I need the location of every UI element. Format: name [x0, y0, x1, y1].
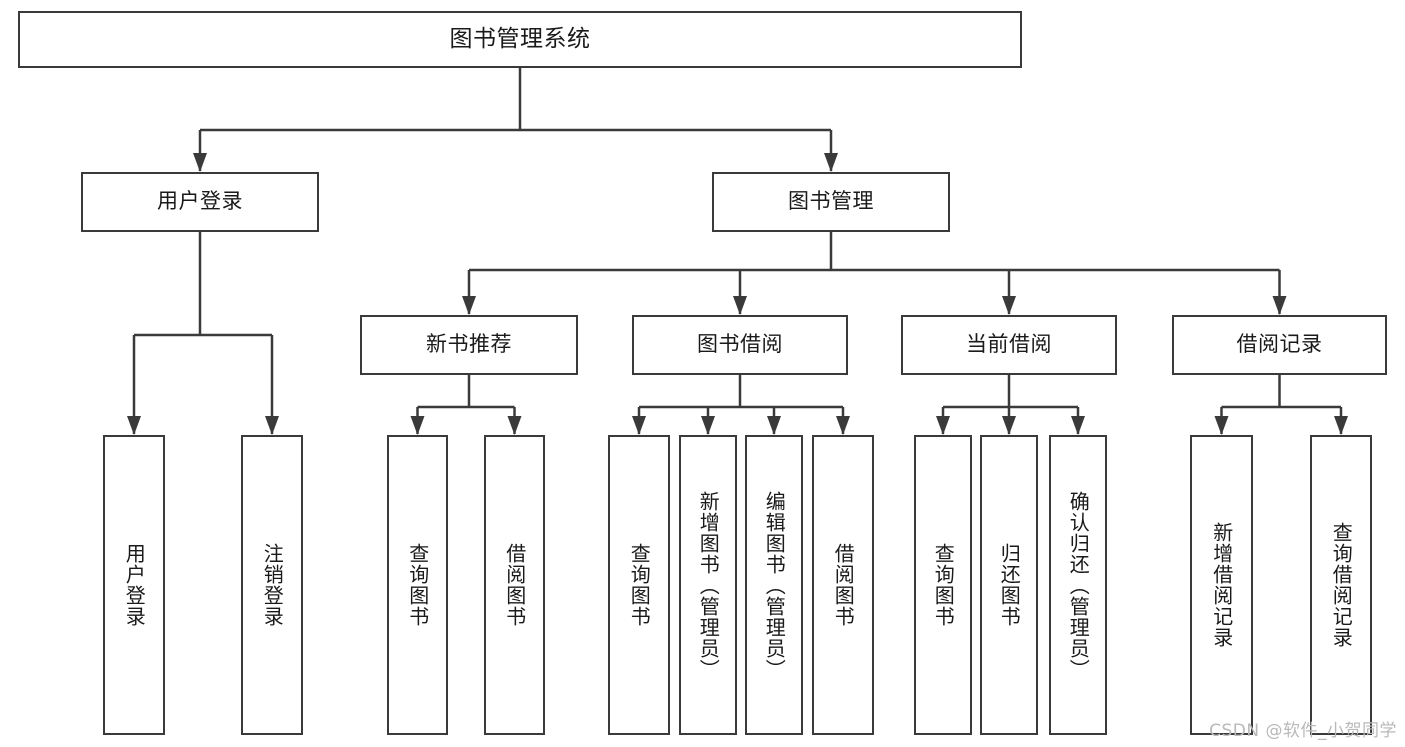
connector-arrowhead [1272, 296, 1287, 315]
connector-arrowhead [767, 416, 781, 435]
node-label: 新书推荐 [426, 332, 512, 357]
node-current-borrow[interactable]: 当前借阅 [901, 315, 1117, 375]
connector-arrowhead [632, 416, 646, 435]
node-leaf-borrow-book-2[interactable]: 借阅图书 [812, 435, 874, 735]
node-label: 图书管理系统 [449, 25, 591, 52]
node-leaf-add-book[interactable]: 新增图书（管理员） [679, 435, 737, 735]
connector-arrowhead [733, 296, 747, 315]
node-label: 注销登录 [260, 543, 285, 627]
connector-arrowhead [507, 416, 522, 435]
connector-arrowhead [1002, 296, 1016, 315]
node-leaf-edit-book[interactable]: 编辑图书（管理员） [745, 435, 803, 735]
node-label: 新增图书（管理员） [696, 490, 721, 680]
node-leaf-query-book-2[interactable]: 查询图书 [608, 435, 670, 735]
node-label: 借阅记录 [1236, 332, 1323, 357]
node-label: 查询图书 [627, 543, 652, 627]
watermark-label: CSDN @软件_小贺同学 [1209, 721, 1397, 741]
connector-arrowhead [193, 153, 207, 172]
connector-arrowhead [1334, 416, 1348, 435]
connector-arrowhead [410, 416, 425, 435]
connector-arrowhead [824, 153, 838, 172]
node-label: 用户登录 [122, 543, 147, 627]
node-leaf-user-login[interactable]: 用户登录 [103, 435, 165, 735]
node-leaf-query-record[interactable]: 查询借阅记录 [1310, 435, 1372, 735]
node-root[interactable]: 图书管理系统 [18, 11, 1022, 68]
node-new-book-rec[interactable]: 新书推荐 [360, 315, 578, 375]
node-label: 查询图书 [931, 543, 956, 627]
connector-arrowhead [836, 416, 850, 435]
node-leaf-return-book[interactable]: 归还图书 [980, 435, 1038, 735]
node-leaf-confirm-return[interactable]: 确认归还（管理员） [1049, 435, 1107, 735]
node-label: 图书借阅 [697, 332, 783, 357]
node-label: 新增借阅记录 [1209, 522, 1234, 648]
node-leaf-add-record[interactable]: 新增借阅记录 [1190, 435, 1253, 735]
node-label: 借阅图书 [831, 543, 856, 627]
node-label: 确认归还（管理员） [1066, 490, 1091, 680]
connector-arrowhead [701, 416, 715, 435]
node-leaf-query-book-3[interactable]: 查询图书 [914, 435, 972, 735]
node-label: 查询图书 [405, 543, 430, 627]
connector-arrowhead [1071, 416, 1085, 435]
node-leaf-borrow-book-1[interactable]: 借阅图书 [484, 435, 545, 735]
node-book-borrow[interactable]: 图书借阅 [632, 315, 848, 375]
node-label: 用户登录 [157, 189, 243, 214]
node-label: 查询借阅记录 [1329, 522, 1354, 648]
connector-arrowhead [1002, 416, 1016, 435]
node-label: 归还图书 [997, 543, 1022, 627]
node-label: 借阅图书 [502, 543, 527, 627]
node-book-mgmt[interactable]: 图书管理 [712, 172, 950, 232]
node-label: 图书管理 [788, 189, 874, 214]
node-label: 编辑图书（管理员） [762, 490, 787, 680]
node-leaf-logout[interactable]: 注销登录 [241, 435, 303, 735]
connector-arrowhead [265, 416, 279, 435]
node-borrow-record[interactable]: 借阅记录 [1172, 315, 1387, 375]
node-leaf-query-book-1[interactable]: 查询图书 [387, 435, 448, 735]
connector-arrowhead [936, 416, 950, 435]
connector-arrowhead [1214, 416, 1229, 435]
node-user-login[interactable]: 用户登录 [81, 172, 319, 232]
connector-arrowhead [462, 296, 476, 315]
node-label: 当前借阅 [966, 332, 1052, 357]
connector-arrowhead [127, 416, 141, 435]
